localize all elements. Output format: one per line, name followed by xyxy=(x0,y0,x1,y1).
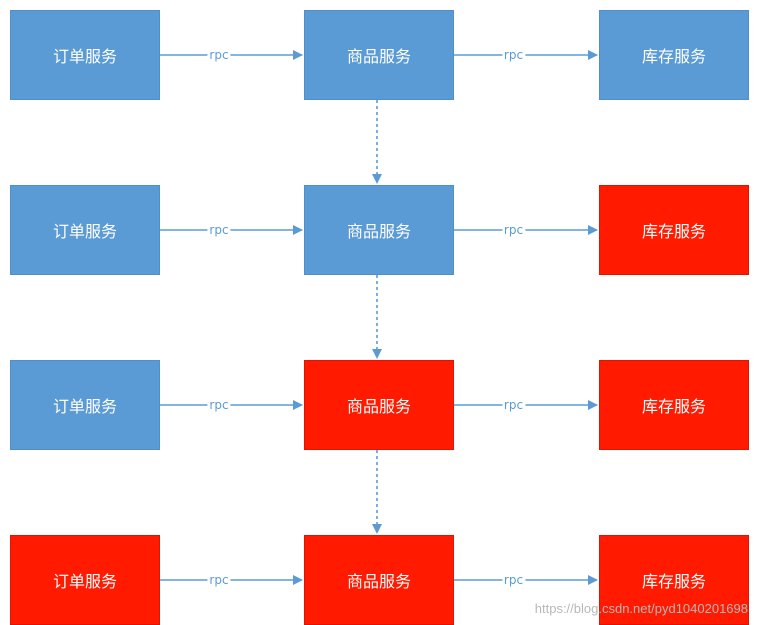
rpc-label: rpc xyxy=(501,573,526,587)
inventory-service-box-row-3: 库存服务 xyxy=(599,360,749,450)
order-service-box-row-4: 订单服务 xyxy=(10,535,160,625)
inventory-service-label: 库存服务 xyxy=(641,397,706,416)
product-service-label: 商品服务 xyxy=(346,222,411,241)
rpc-label: rpc xyxy=(207,398,231,412)
product-service-box-row-1: 商品服务 xyxy=(304,10,454,100)
product-service-box-row-3: 商品服务 xyxy=(304,360,454,450)
rpc-label: rpc xyxy=(207,48,231,62)
order-service-box-row-1: 订单服务 xyxy=(10,10,160,100)
order-service-label: 订单服务 xyxy=(52,572,117,591)
watermark-text: https://blog.csdn.net/pyd1040201698 xyxy=(534,601,748,616)
order-service-box-row-2: 订单服务 xyxy=(10,185,160,275)
product-service-box-row-4: 商品服务 xyxy=(304,535,454,625)
rpc-label: rpc xyxy=(207,573,231,587)
inventory-service-box-row-1: 库存服务 xyxy=(599,10,749,100)
rpc-label: rpc xyxy=(501,48,526,62)
order-service-label: 订单服务 xyxy=(52,397,117,416)
product-service-label: 商品服务 xyxy=(346,397,411,416)
product-service-box-row-2: 商品服务 xyxy=(304,185,454,275)
inventory-service-label: 库存服务 xyxy=(641,572,706,591)
order-service-label: 订单服务 xyxy=(52,222,117,241)
rpc-label: rpc xyxy=(207,223,231,237)
inventory-service-label: 库存服务 xyxy=(641,222,706,241)
inventory-service-label: 库存服务 xyxy=(641,47,706,66)
order-service-label: 订单服务 xyxy=(52,47,117,66)
rpc-label: rpc xyxy=(501,398,526,412)
order-service-box-row-3: 订单服务 xyxy=(10,360,160,450)
product-service-label: 商品服务 xyxy=(346,572,411,591)
inventory-service-box-row-2: 库存服务 xyxy=(599,185,749,275)
product-service-label: 商品服务 xyxy=(346,47,411,66)
inventory-service-box-row-4: 库存服务 xyxy=(599,535,749,625)
rpc-label: rpc xyxy=(501,223,526,237)
